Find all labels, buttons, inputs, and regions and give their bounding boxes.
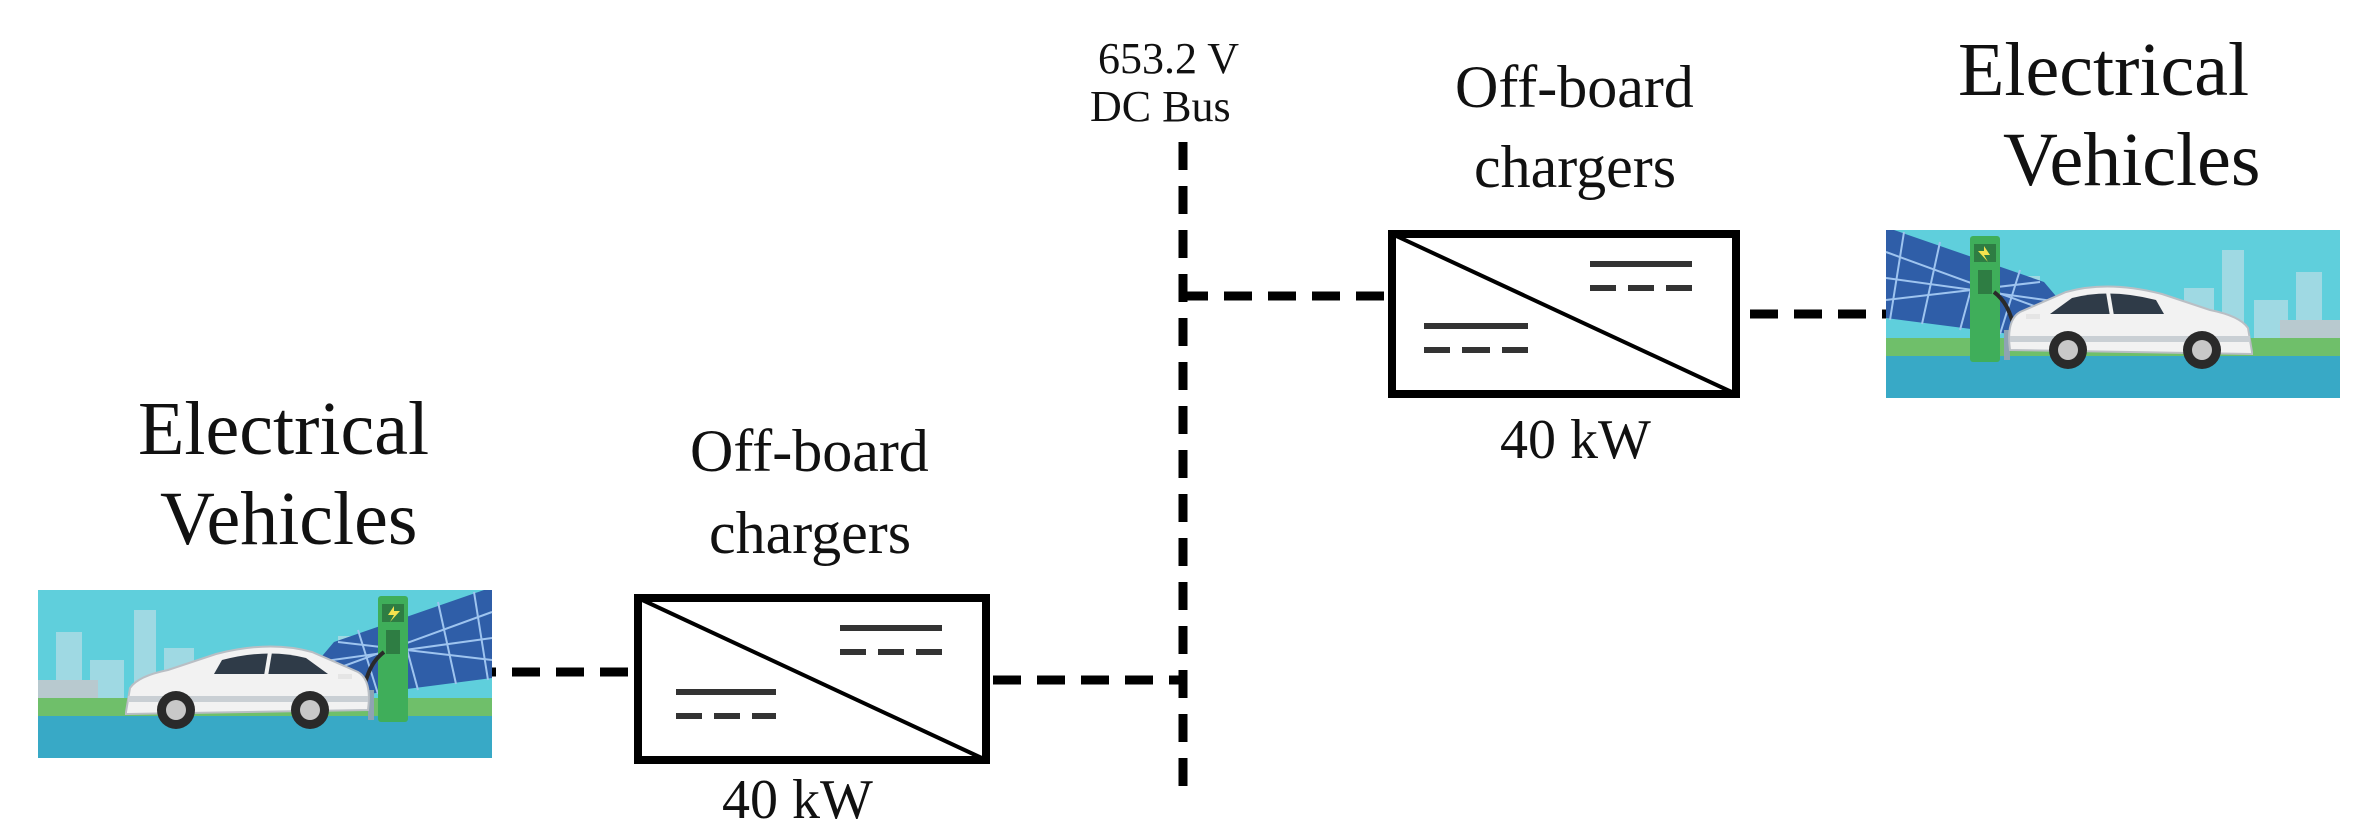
bus-voltage-label: 653.2 V xyxy=(1098,34,1239,83)
bus-name-label: DC Bus xyxy=(1090,82,1231,131)
right-charger-label-line1: Off-board xyxy=(1455,54,1694,120)
left-ev-label-line1: Electrical xyxy=(138,387,430,471)
left-charger-rating: 40 kW xyxy=(722,769,873,831)
ev-charging-scene-icon xyxy=(1884,228,2342,400)
left-charger-label-line1: Off-board xyxy=(690,418,929,484)
dc-dc-converter-icon xyxy=(676,625,942,719)
right-charger-label-line2: chargers xyxy=(1474,134,1677,200)
right-charger-rating: 40 kW xyxy=(1500,409,1651,471)
left-ev-label-line2: Vehicles xyxy=(160,477,418,561)
right-ev-label-line1: Electrical xyxy=(1958,28,2250,112)
ev-charging-scene-icon xyxy=(36,588,494,760)
left-charger-box xyxy=(634,594,990,764)
right-ev-label-line2: Vehicles xyxy=(2003,118,2261,202)
dc-dc-converter-icon xyxy=(1424,261,1692,353)
right-charger-box xyxy=(1388,230,1740,398)
left-charger-label-line2: chargers xyxy=(709,500,912,566)
